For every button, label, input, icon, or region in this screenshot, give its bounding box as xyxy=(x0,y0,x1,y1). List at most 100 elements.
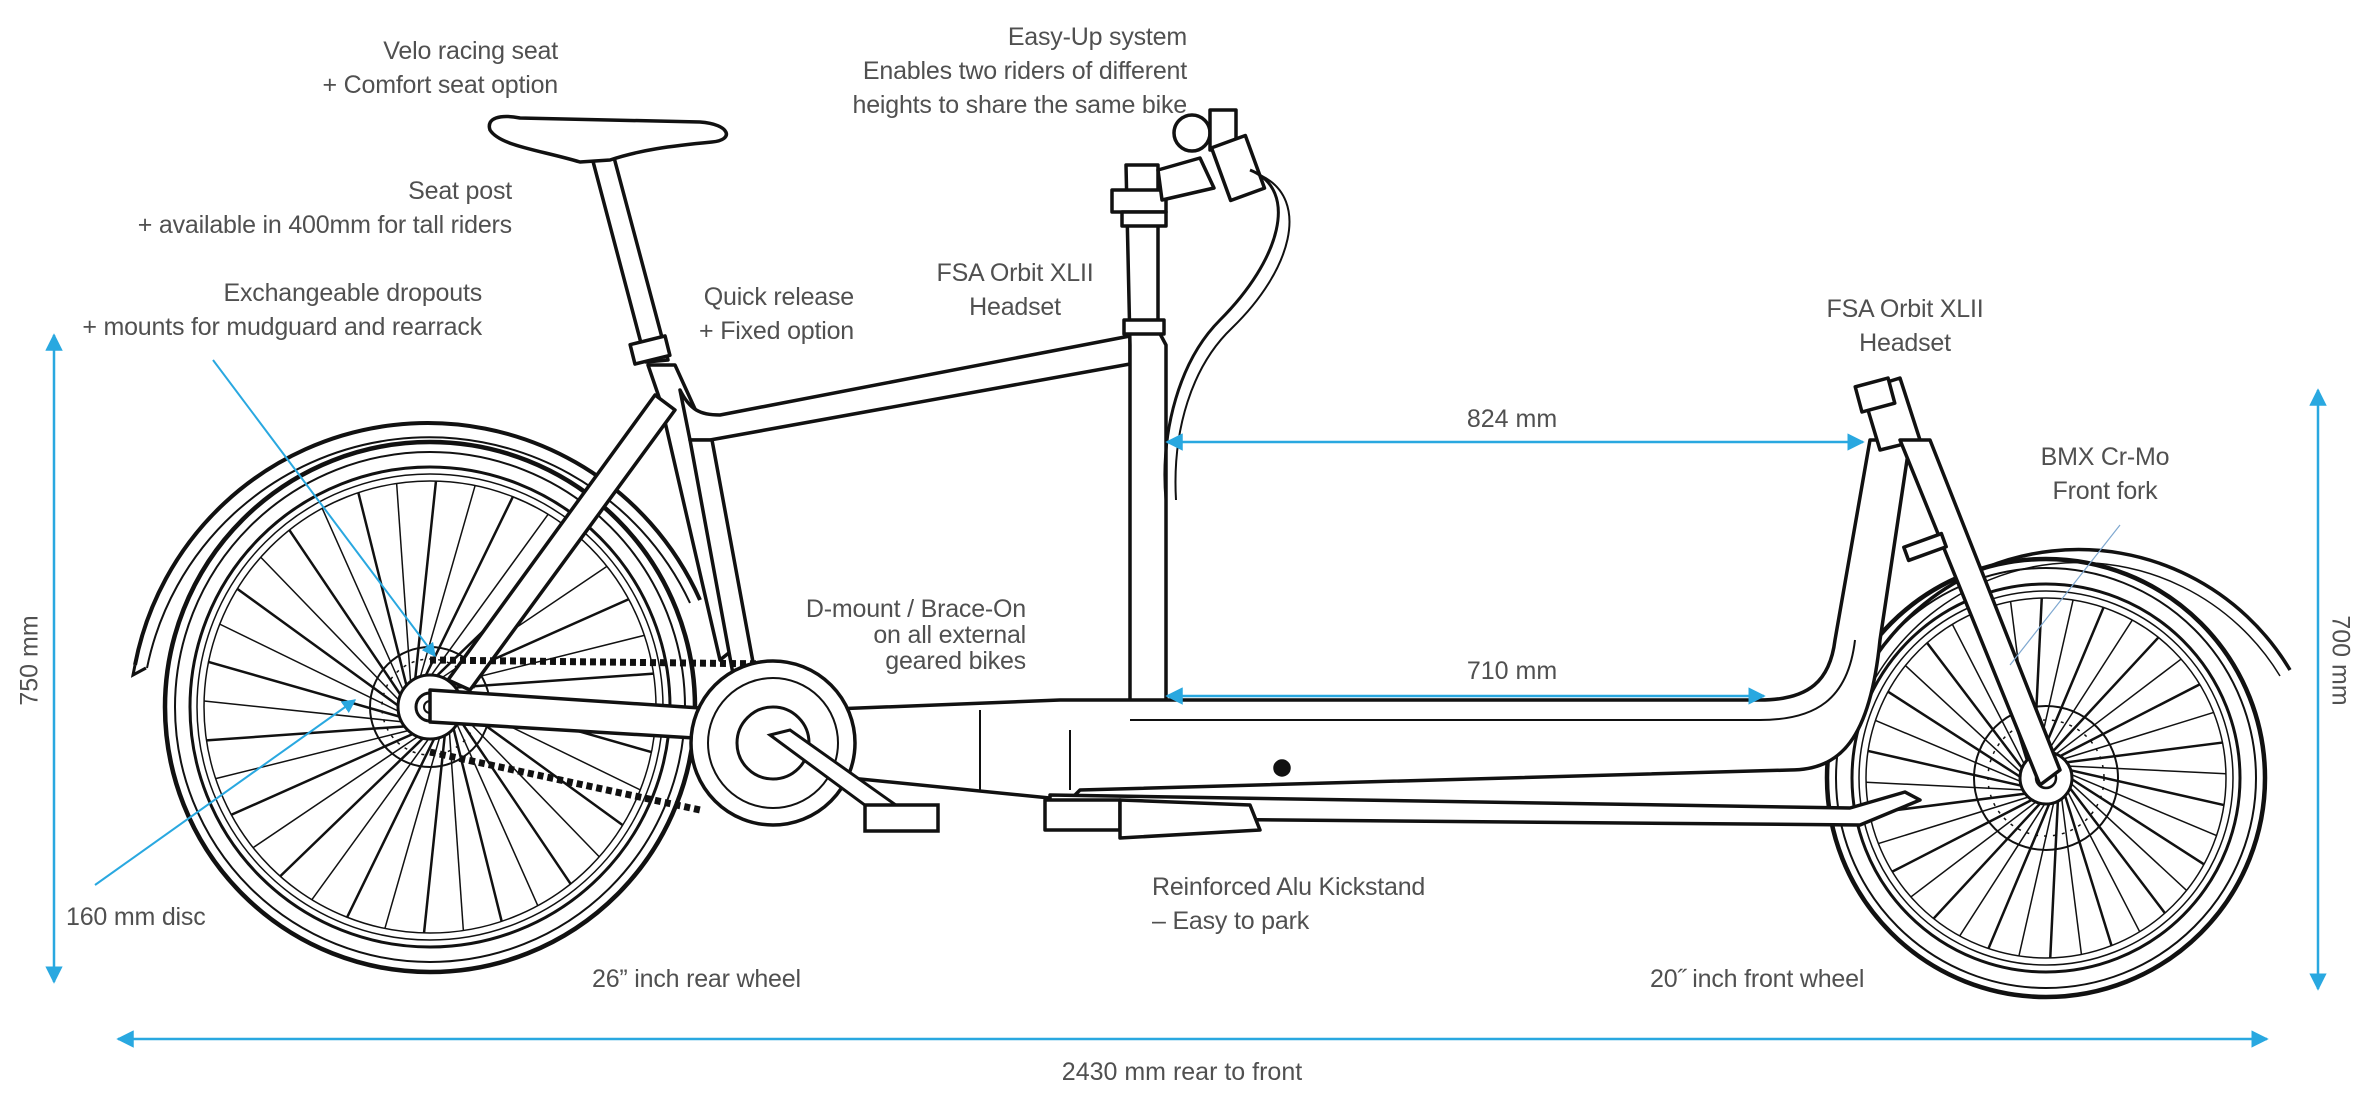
spoke xyxy=(413,480,438,682)
label-d-mount: D-mount / Brace-On on all external geare… xyxy=(806,596,1026,674)
spoke xyxy=(2069,773,2217,837)
label-front-headset: FSA Orbit XLII Headset xyxy=(1812,292,1998,360)
spoke xyxy=(288,529,403,698)
label-d-mount-line3: geared bikes xyxy=(885,647,1026,675)
kickstand xyxy=(1043,798,1122,832)
label-seat-line1: Velo racing seat xyxy=(383,37,558,65)
label-front-headset-line2: Headset xyxy=(1859,329,1951,357)
spoke xyxy=(2069,781,2188,891)
seat-post xyxy=(588,148,670,364)
spoke xyxy=(1887,690,2023,780)
spoke xyxy=(321,508,405,693)
label-dropouts: Exchangeable dropouts + mounts for mudgu… xyxy=(82,276,482,344)
front-tire xyxy=(1824,556,2268,1000)
spoke xyxy=(1932,800,2043,920)
spoke xyxy=(236,587,401,709)
leader-lines xyxy=(94,359,2121,886)
label-front-wheel: 20˝ inch front wheel xyxy=(1650,962,1864,996)
rear-wheel xyxy=(130,421,702,975)
label-dropouts-line2: + mounts for mudguard and rearrack xyxy=(82,313,482,341)
label-rear-headset: FSA Orbit XLII Headset xyxy=(922,256,1108,324)
label-rear-wheel-line1: 26” inch rear wheel xyxy=(592,965,801,993)
label-front-headset-line1: FSA Orbit XLII xyxy=(1826,295,1984,323)
label-dropouts-line1: Exchangeable dropouts xyxy=(223,279,483,307)
label-quick-release-line1: Quick release xyxy=(703,283,854,311)
spoke xyxy=(1866,781,2026,791)
spoke xyxy=(2061,711,2214,761)
front-disc-brake xyxy=(1973,705,2119,851)
spoke xyxy=(1891,797,2035,873)
spoke xyxy=(219,623,401,713)
spoke xyxy=(1987,801,2052,950)
spoke xyxy=(2066,765,2226,775)
spoke xyxy=(2063,793,2113,947)
dropouts-leader xyxy=(212,359,436,658)
spoke xyxy=(1904,665,2023,775)
label-seat: Velo racing seat + Comfort seat option xyxy=(322,34,558,102)
label-disc-line1: 160 mm disc xyxy=(66,903,206,931)
frame xyxy=(428,108,2062,840)
handlebar-stem xyxy=(1156,156,1216,202)
top-tube xyxy=(678,334,1132,442)
fork-leader xyxy=(2009,524,2121,666)
dim-label-824: 824 mm xyxy=(1466,405,1558,433)
label-rear-headset-line1: FSA Orbit XLII xyxy=(936,259,1094,287)
spoke xyxy=(2069,776,2205,866)
spoke xyxy=(252,734,421,849)
spoke xyxy=(1910,799,2039,898)
pedal xyxy=(863,803,940,833)
spoke xyxy=(2040,606,2105,755)
label-disc: 160 mm disc xyxy=(66,900,206,934)
label-easy-up-line1: Easy-Up system xyxy=(1007,23,1187,51)
spoke xyxy=(204,700,405,723)
label-kickstand-line1: Reinforced Alu Kickstand xyxy=(1152,873,1426,901)
spoke xyxy=(2060,796,2083,955)
label-kickstand: Reinforced Alu Kickstand – Easy to park xyxy=(1152,870,1425,938)
spoke xyxy=(2048,798,2060,959)
label-seat-post-line1: Seat post xyxy=(408,177,512,205)
label-d-mount-line1: D-mount / Brace-On xyxy=(805,595,1026,623)
dim-label-700: 700 mm xyxy=(2326,615,2355,706)
spoke xyxy=(1875,719,2023,783)
dim-label-2430: 2430 mm rear to front xyxy=(1061,1058,1303,1086)
spoke xyxy=(2067,785,2166,914)
label-front-fork: BMX Cr-Mo Front fork xyxy=(2020,440,2190,508)
spoke xyxy=(457,716,572,885)
spoke xyxy=(422,732,447,934)
spoke xyxy=(2045,619,2133,755)
spoke xyxy=(1959,801,2047,937)
rear-mudguard xyxy=(133,421,702,666)
label-rear-headset-line2: Headset xyxy=(969,293,1061,321)
steering-column xyxy=(1124,163,1168,722)
spoke xyxy=(455,721,539,906)
label-easy-up: Easy-Up system Enables two riders of dif… xyxy=(852,20,1188,122)
spoke xyxy=(311,736,431,901)
spoke xyxy=(1926,642,2025,771)
spoke xyxy=(2066,789,2141,933)
dimension-lines xyxy=(45,333,2327,1048)
spoke xyxy=(2018,800,2055,957)
drivetrain xyxy=(429,656,940,833)
chain xyxy=(429,656,774,814)
spoke xyxy=(2049,636,2160,756)
label-front-fork-line1: BMX Cr-Mo xyxy=(2040,443,2170,471)
seat-stay xyxy=(446,393,677,692)
spoke xyxy=(346,735,437,918)
label-rear-wheel: 26” inch rear wheel xyxy=(592,962,801,996)
dim-label-750: 750 mm xyxy=(15,615,44,706)
kickstand-leg xyxy=(1118,798,1262,840)
spoke xyxy=(2053,658,2182,757)
label-quick-release: Quick release + Fixed option xyxy=(699,280,854,348)
label-seat-line2: + Comfort seat option xyxy=(322,71,558,99)
spoke xyxy=(2068,768,2225,807)
spoke xyxy=(1867,749,2024,788)
disc-leader xyxy=(94,699,357,886)
front-fork xyxy=(1898,438,2062,787)
label-front-fork-line2: Front fork xyxy=(2052,477,2158,505)
label-seat-post-line2: + available in 400mm for tall riders xyxy=(137,211,512,239)
label-easy-up-line3: heights to share the same bike xyxy=(852,91,1188,119)
label-d-mount-line2: on all external xyxy=(873,621,1026,649)
dim-label-710: 710 mm xyxy=(1466,657,1558,685)
spoke xyxy=(1951,623,2026,767)
